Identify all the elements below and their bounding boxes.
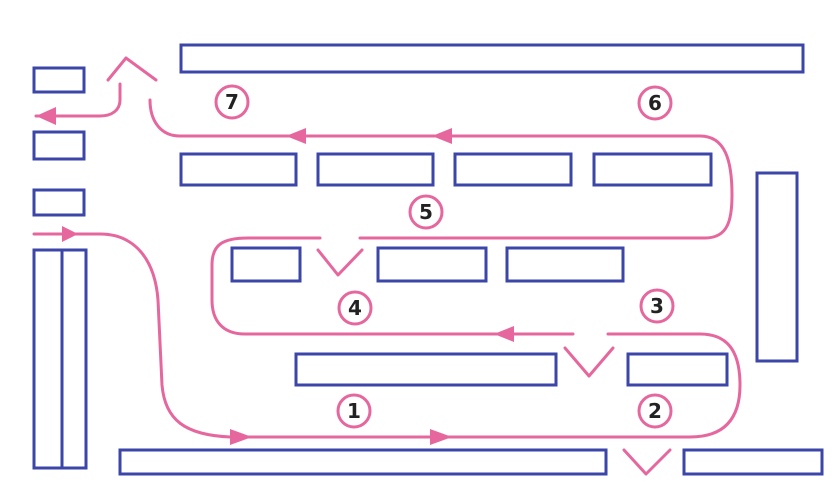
- route-chevron-row-c: [563, 346, 615, 378]
- step-badge-6: 6: [637, 85, 673, 121]
- step-badges: 1 2 3 4 5 6 7: [214, 84, 675, 429]
- shelf-row-b-3: [505, 246, 625, 283]
- shelf-left-small-3: [32, 188, 86, 217]
- shelf-row-a-4: [592, 152, 713, 187]
- shelves: [32, 43, 824, 476]
- shelf-row-b-1: [230, 246, 302, 283]
- shelf-left-small-1: [32, 66, 86, 94]
- step-label-4: 4: [348, 296, 362, 320]
- shelf-left-small-2: [32, 130, 86, 161]
- route: [32, 56, 742, 476]
- step-label-7: 7: [225, 90, 239, 114]
- step-label-6: 6: [648, 91, 662, 115]
- shelf-left-tall-outer: [32, 248, 88, 470]
- step-label-2: 2: [648, 399, 662, 423]
- route-segment-entrance: [32, 232, 692, 439]
- arrowhead-bottom-2: [430, 429, 452, 445]
- route-segment-uturn-right: [606, 332, 742, 439]
- step-badge-4: 4: [337, 290, 373, 326]
- shelf-row-a-1: [179, 152, 298, 187]
- shelf-row-b-2: [376, 246, 488, 283]
- shelf-row-c-1: [294, 352, 558, 387]
- route-chevron-row-b: [316, 248, 364, 277]
- step-label-3: 3: [650, 294, 664, 318]
- shelf-row-a-3: [453, 152, 573, 187]
- arrowhead-top-1: [432, 128, 452, 144]
- step-badge-7: 7: [214, 84, 250, 120]
- step-label-5: 5: [419, 200, 433, 224]
- route-segment-aisle-left: [210, 236, 575, 336]
- shelf-bottom-long: [118, 448, 608, 476]
- arrowhead-aisle-left: [494, 326, 514, 342]
- arrowhead-bottom-1: [230, 429, 252, 445]
- route-exit-chevron: [106, 56, 158, 82]
- route-chevron-bottom: [622, 448, 672, 476]
- shelf-row-c-2: [626, 352, 729, 387]
- step-badge-3: 3: [639, 288, 675, 324]
- arrowhead-entrance: [62, 226, 78, 242]
- step-badge-2: 2: [637, 393, 673, 429]
- shelf-top-long: [179, 43, 805, 74]
- shelf-bottom-right: [682, 448, 824, 476]
- step-badge-5: 5: [408, 194, 444, 230]
- step-label-1: 1: [347, 399, 361, 423]
- route-segment-exit: [34, 82, 122, 118]
- step-badge-1: 1: [336, 393, 372, 429]
- arrowhead-exit: [36, 107, 56, 125]
- route-segment-aisle-right: [148, 98, 734, 240]
- arrowhead-top-2: [286, 128, 306, 144]
- shelf-right-tall: [755, 171, 799, 363]
- shelf-row-a-2: [316, 152, 435, 187]
